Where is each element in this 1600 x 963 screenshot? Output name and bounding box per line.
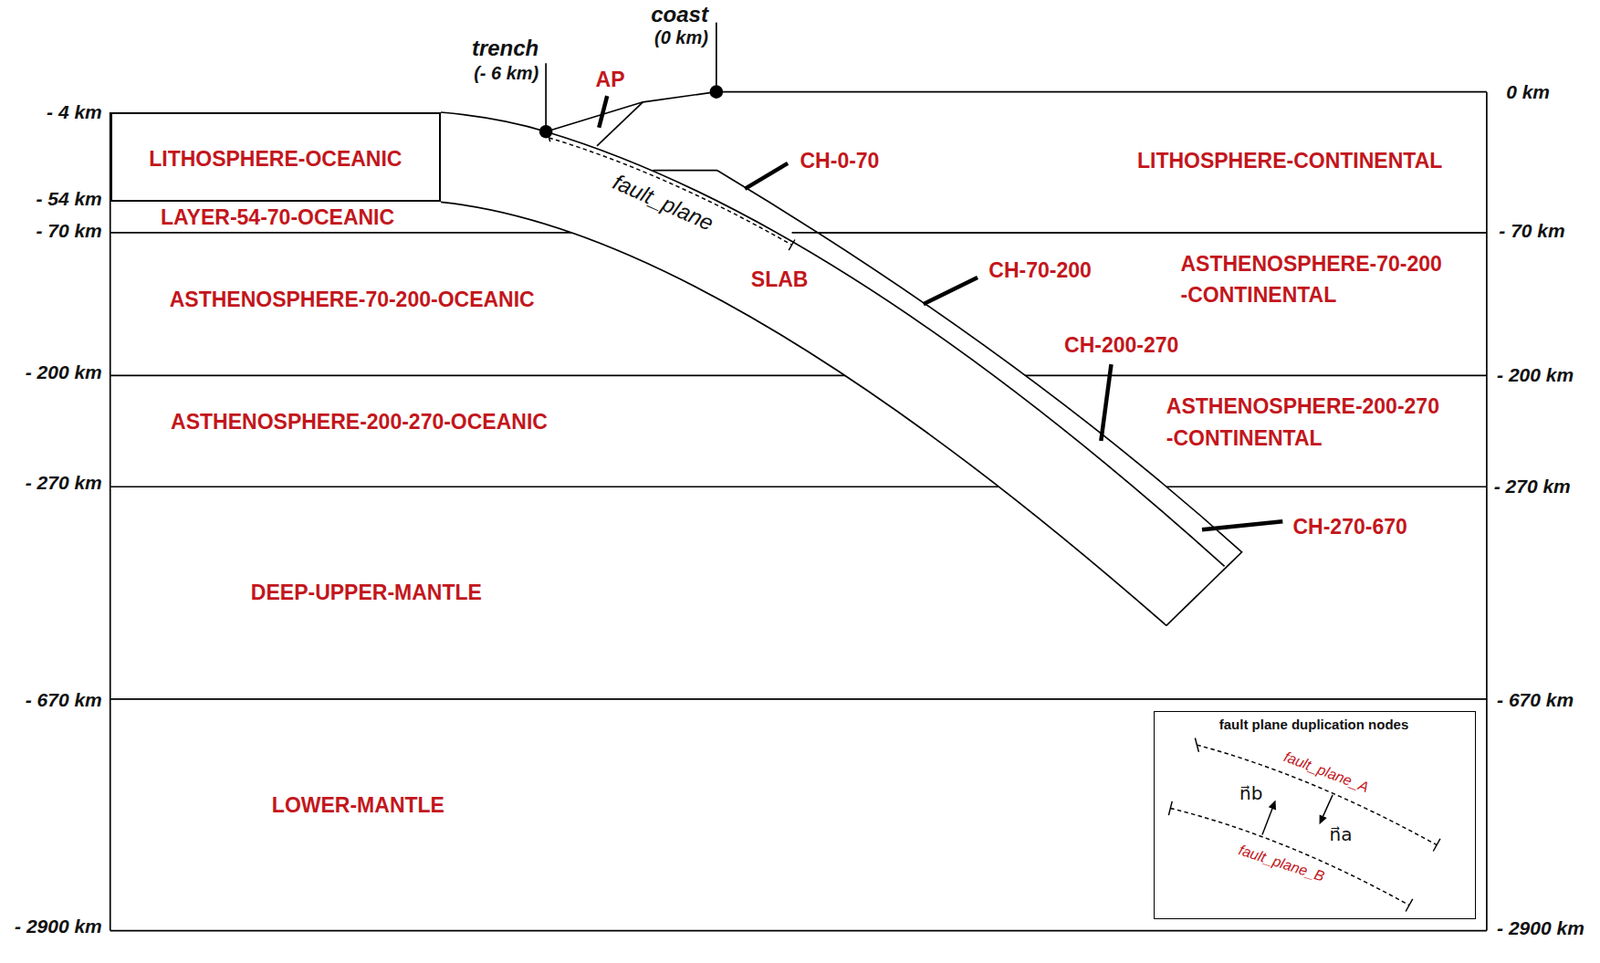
normal-arrowheads — [1268, 800, 1328, 826]
depth-label: - 670 km — [25, 689, 103, 712]
place-label: trench — [471, 35, 539, 62]
depth-label: - 70 km — [35, 219, 102, 242]
depth-label: - 200 km — [1496, 364, 1574, 387]
region-label: LAYER-54-70-OCEANIC — [160, 205, 395, 230]
region-label: ASTHENOSPHERE-200-270-OCEANIC — [170, 409, 548, 434]
region-label: LITHOSPHERE-CONTINENTAL — [1137, 148, 1443, 173]
layer-lines — [110, 92, 1487, 931]
location-dots — [539, 84, 723, 138]
place-depth-label: (0 km) — [654, 27, 709, 49]
depth-label: - 2900 km — [1496, 917, 1585, 940]
inset-heading: fault plane duplication nodes — [1219, 716, 1410, 733]
place-label: coast — [650, 1, 709, 28]
fault-plane-label: fault_plane_A — [1281, 748, 1371, 796]
depth-label: - 670 km — [1496, 689, 1574, 712]
region-label: LOWER-MANTLE — [271, 793, 445, 817]
depth-label: - 2900 km — [14, 915, 103, 938]
fault-plane-label: fault_plane_B — [1236, 841, 1328, 886]
depth-label: 0 km — [1505, 81, 1550, 104]
region-label: LITHOSPHERE-OCEANIC — [148, 146, 402, 171]
channel-label: CH-270-670 — [1292, 514, 1407, 539]
depth-label: - 4 km — [46, 101, 103, 124]
region-label: ASTHENOSPHERE-200-270 -CONTINENTAL — [1166, 390, 1444, 454]
depth-label: - 54 km — [35, 188, 102, 210]
channel-label: CH-0-70 — [800, 148, 880, 173]
fault-plane-line — [547, 134, 795, 251]
slab-outline — [440, 22, 1487, 627]
inset-box: fault plane duplication nodes — [1153, 711, 1475, 920]
place-depth-label: (- 6 km) — [473, 62, 539, 84]
depth-label: - 70 km — [1498, 219, 1565, 242]
region-label: AP — [596, 67, 626, 92]
slab-fill — [440, 112, 1243, 626]
layer-box: LITHOSPHERE-OCEANIC — [110, 112, 441, 202]
normal-vector-label: n⃗b — [1239, 783, 1263, 805]
channel-label: CH-70-200 — [988, 258, 1092, 283]
depth-label: - 270 km — [25, 471, 103, 494]
region-label: SLAB — [751, 267, 809, 292]
depth-label: - 270 km — [1494, 475, 1571, 498]
region-label: DEEP-UPPER-MANTLE — [250, 580, 482, 605]
region-label: ASTHENOSPHERE-70-200-OCEANIC — [169, 287, 535, 312]
inset-drawing — [1168, 738, 1440, 912]
normal-vector-label: n⃗a — [1329, 824, 1353, 846]
channel-label: CH-200-270 — [1064, 333, 1179, 357]
region-label: ASTHENOSPHERE-70-200 -CONTINENTAL — [1181, 248, 1447, 312]
depth-label: - 200 km — [25, 361, 103, 384]
